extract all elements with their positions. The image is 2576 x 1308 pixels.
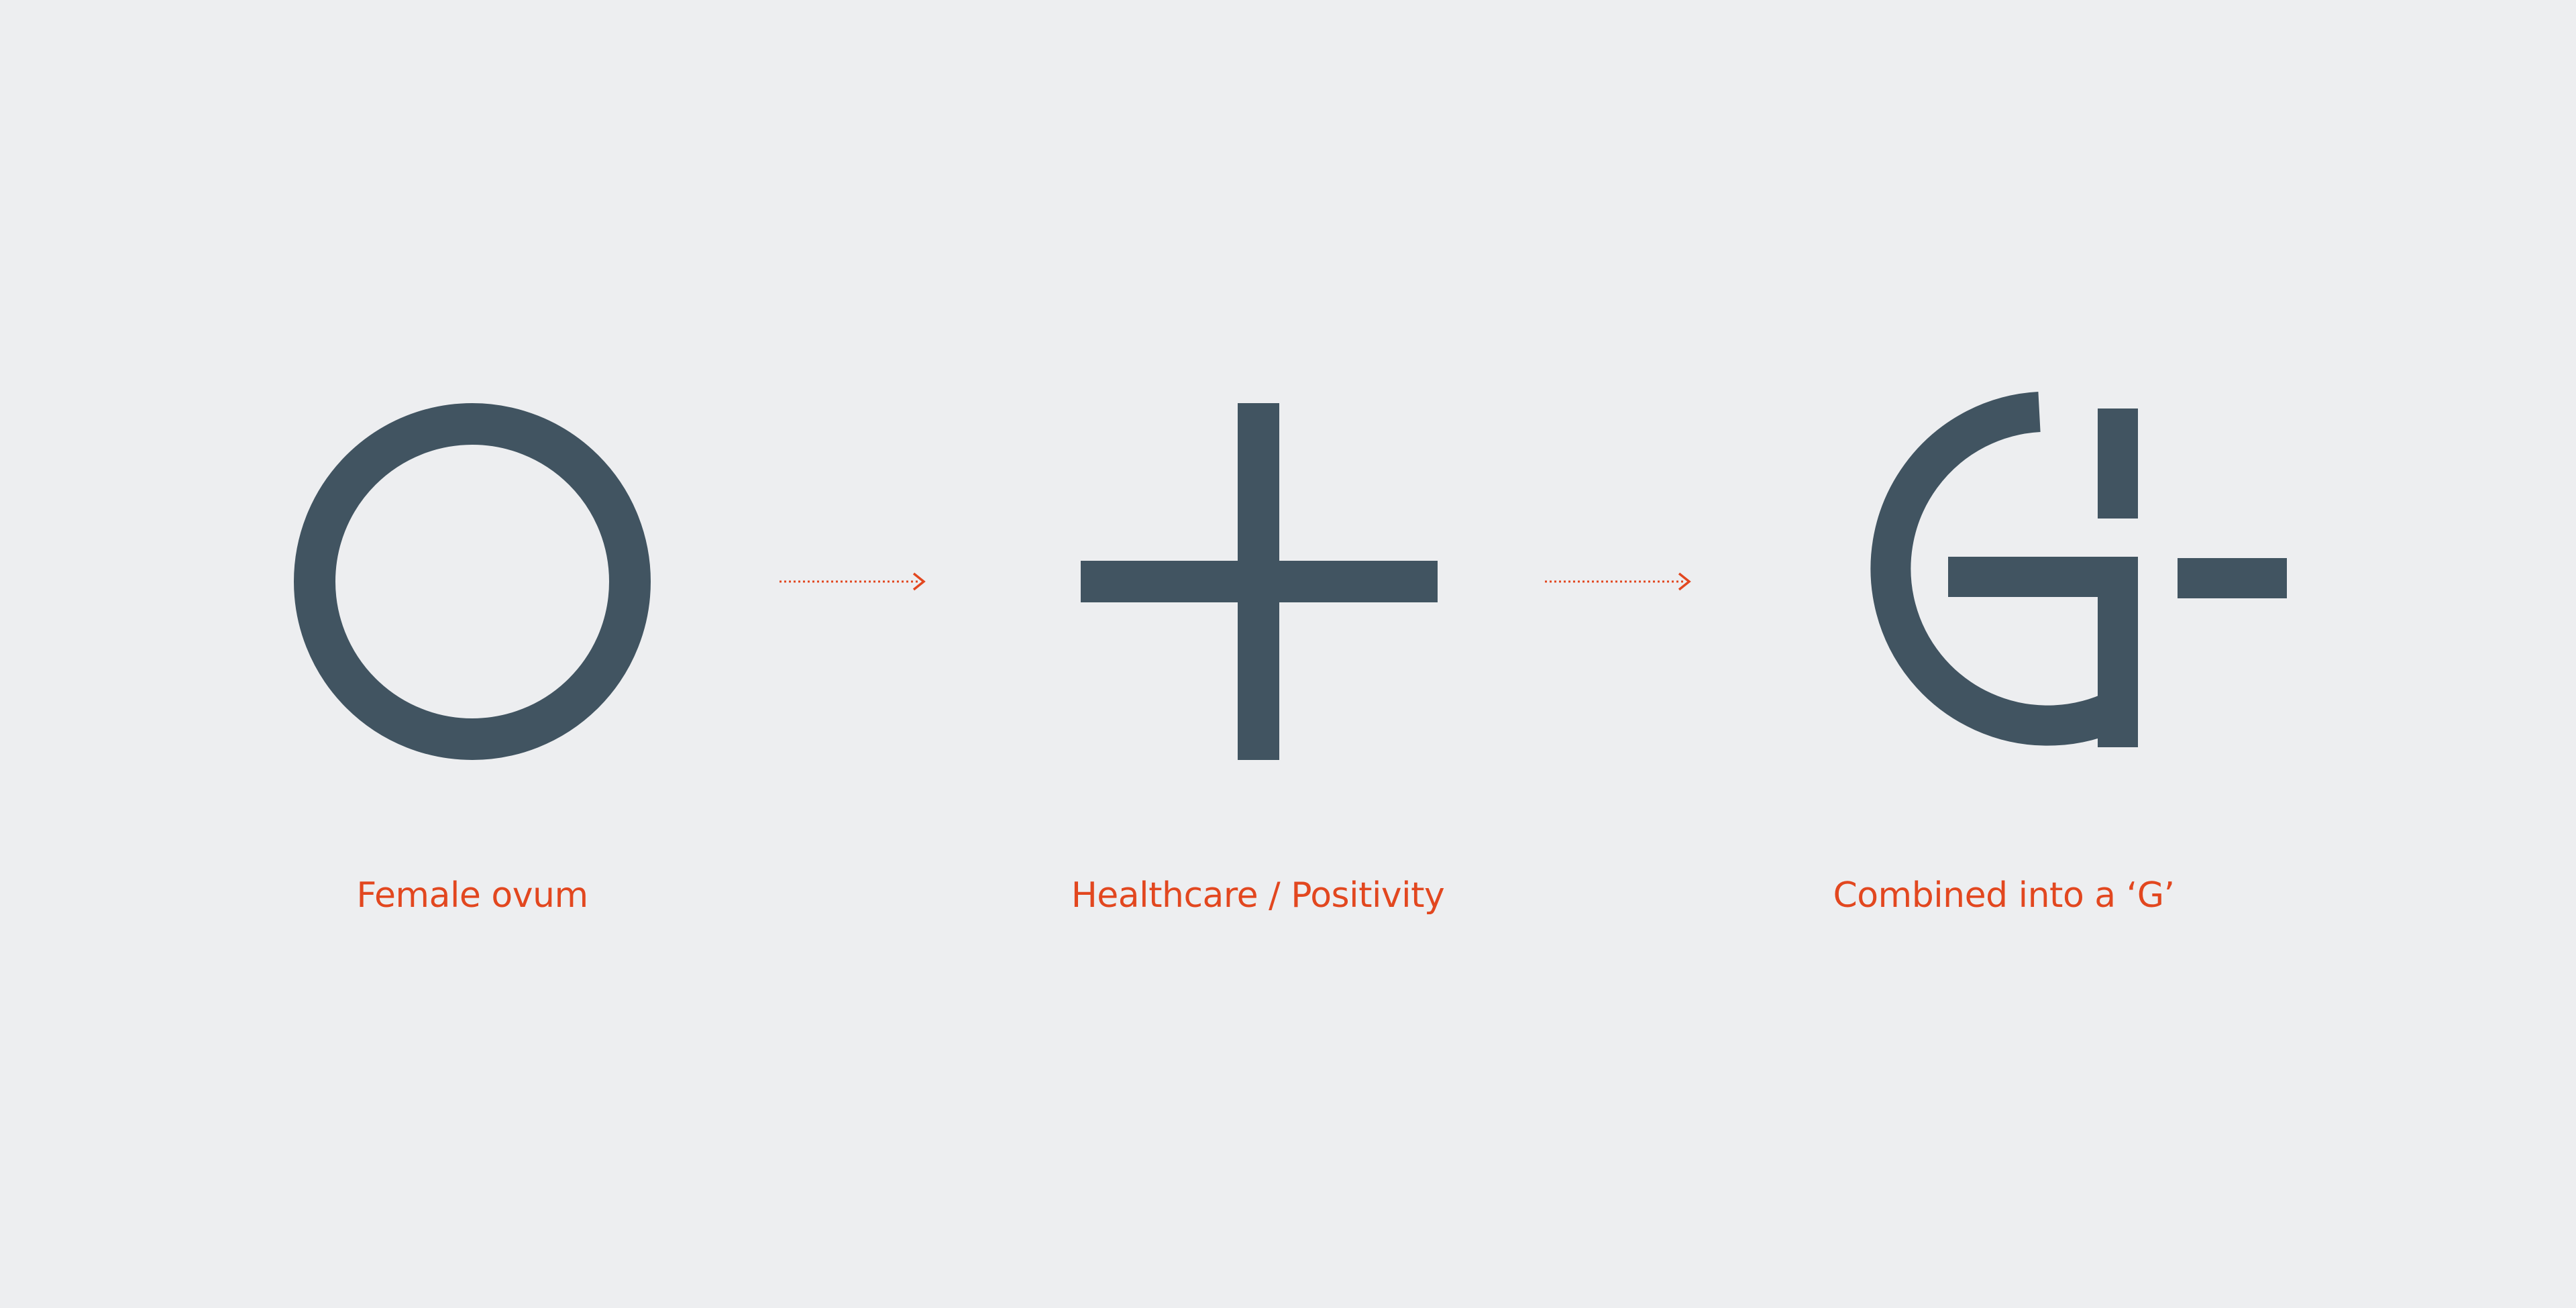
caption-healthcare-positivity: Healthcare / Positivity — [1071, 875, 1445, 916]
plus-cross-icon — [1081, 403, 1438, 760]
dotted-arrow-right-icon — [780, 572, 926, 591]
caption-female-ovum: Female ovum — [356, 875, 588, 916]
caption-combined-g: Combined into a ‘G’ — [1833, 875, 2175, 916]
dotted-arrow-right-icon — [1545, 572, 1691, 591]
circle-ring-icon — [294, 403, 651, 760]
g-plus-logo-icon — [1870, 392, 2287, 747]
